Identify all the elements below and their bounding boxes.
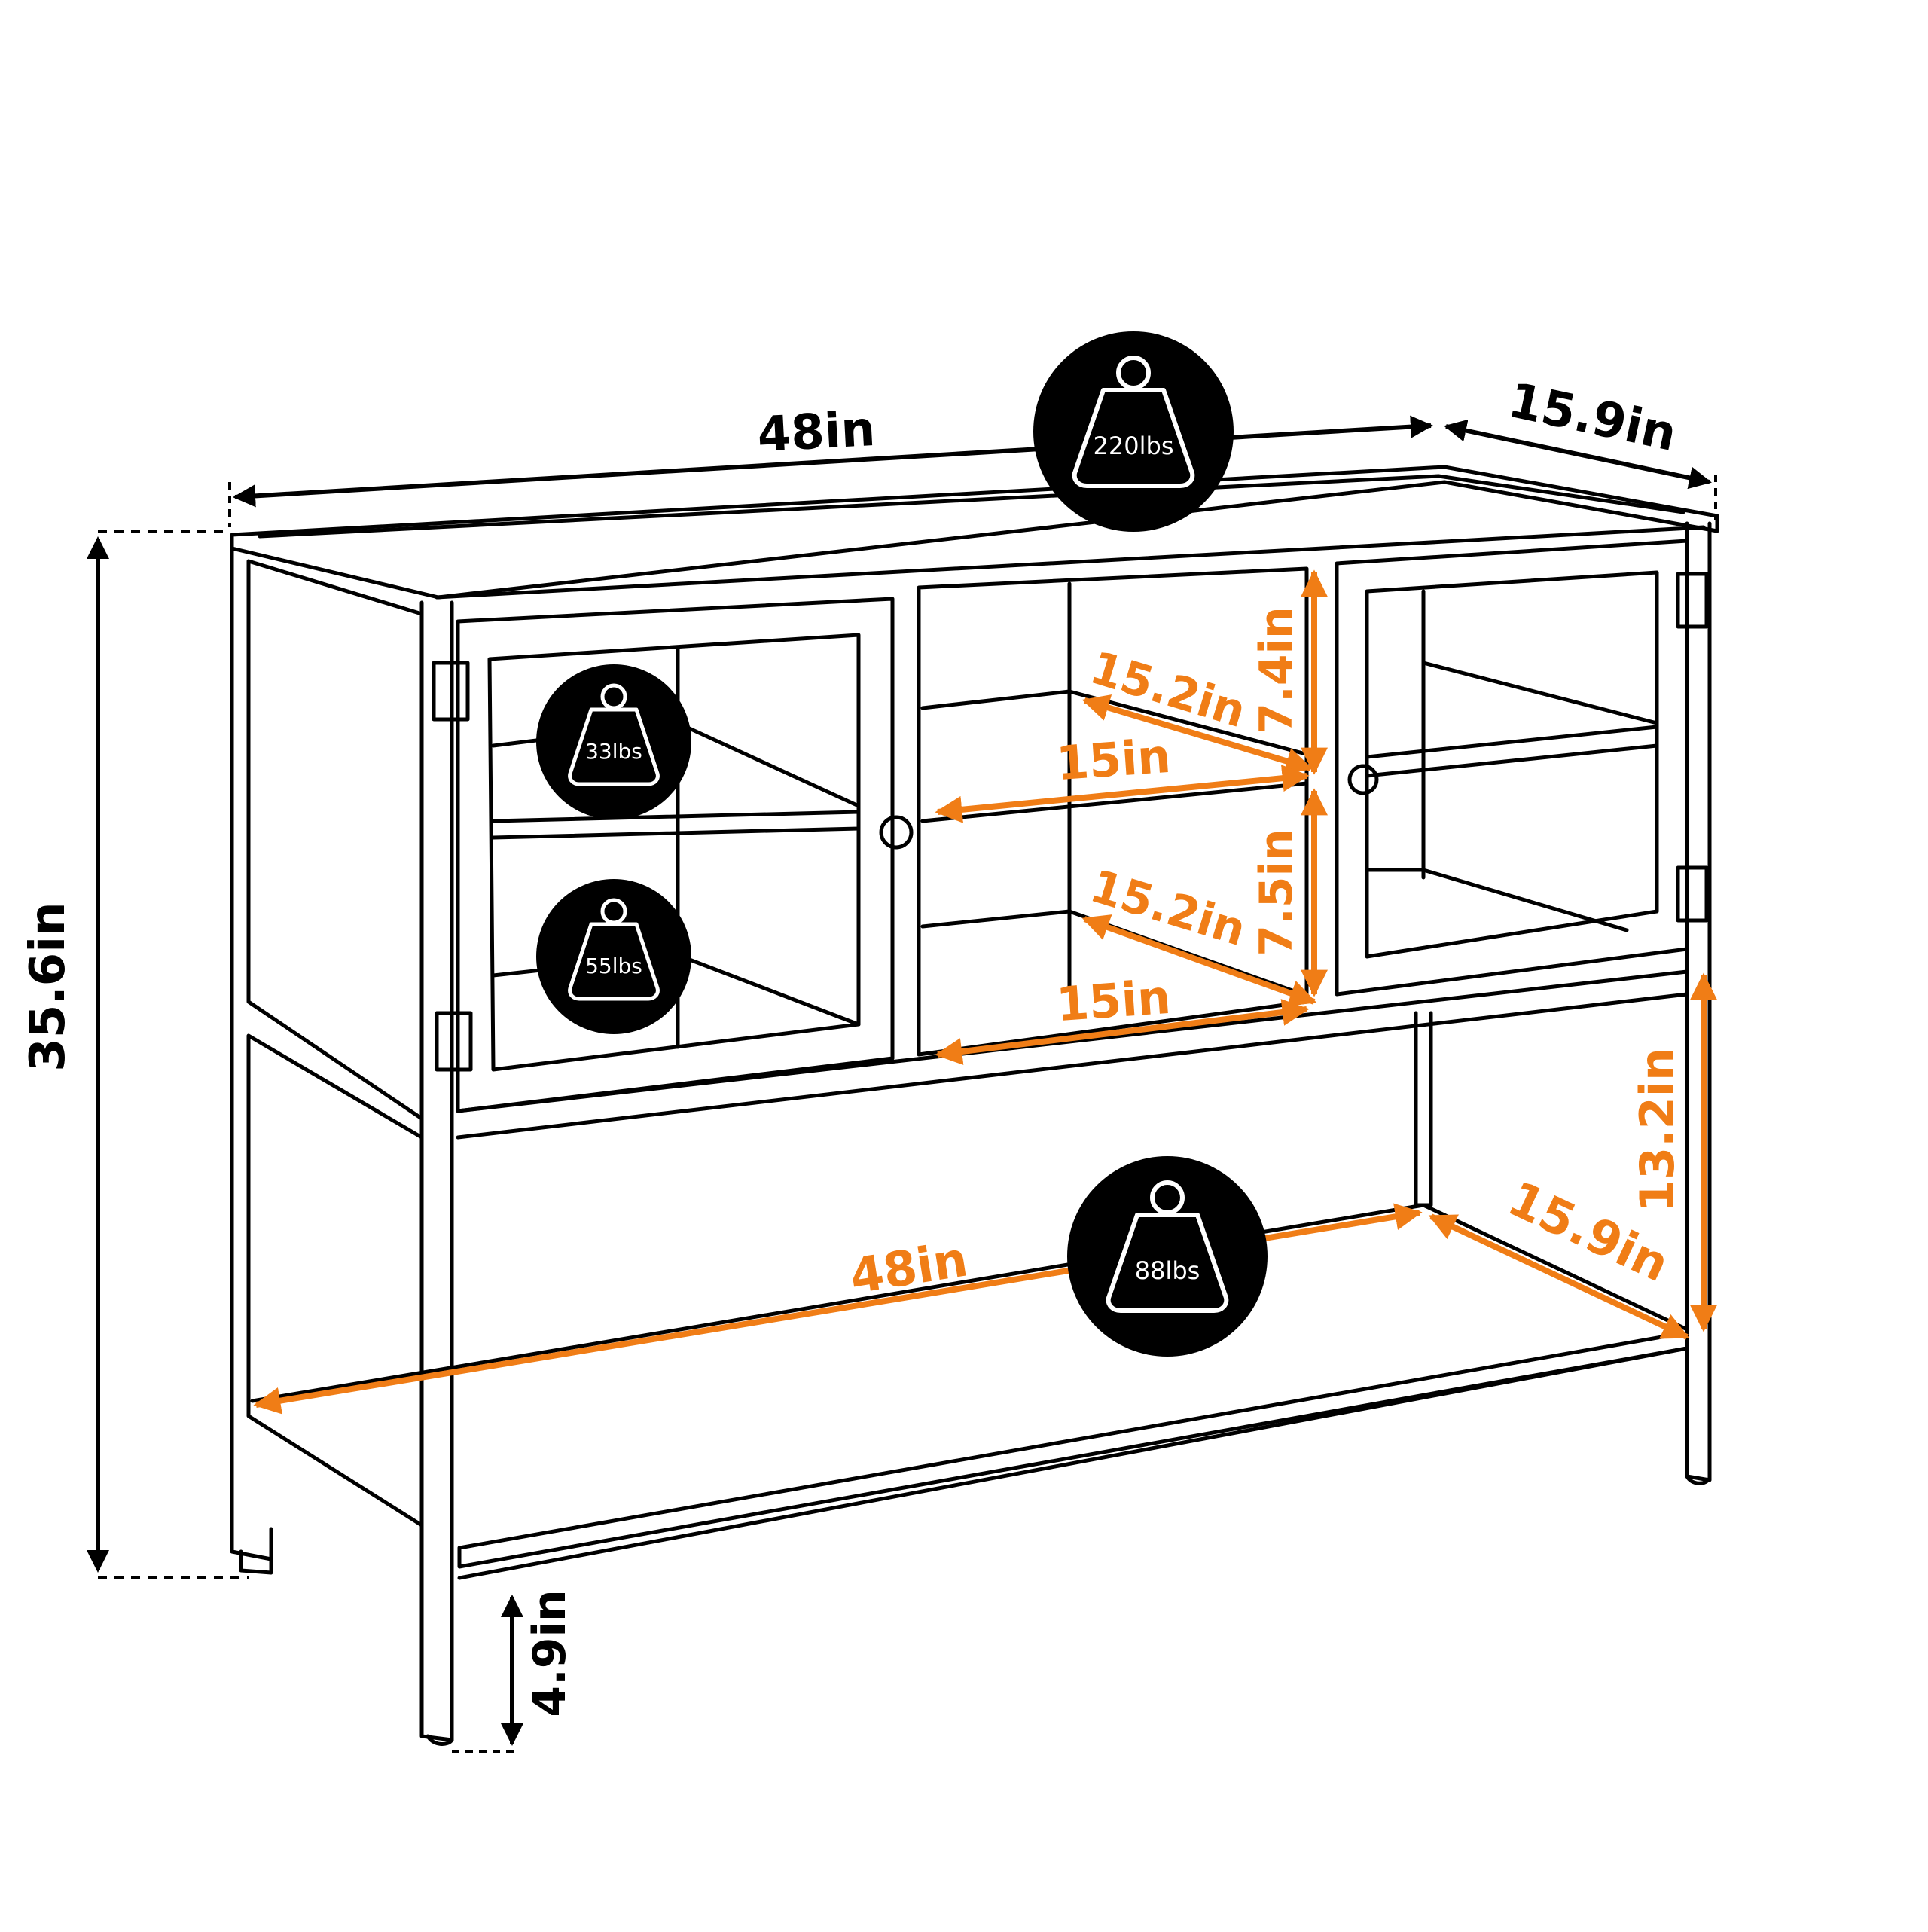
- right-door-shelves: [1365, 589, 1659, 932]
- load-label-bottom-shelf: 88lbs: [1135, 1256, 1200, 1285]
- cabinet-outline: [230, 465, 1719, 1746]
- lower-height-label: 7.5in: [1250, 829, 1303, 957]
- overall-depth-label: 15.9in: [1503, 373, 1681, 462]
- left-door-knob: [879, 815, 914, 850]
- upper-height-label: 7.4in: [1250, 606, 1303, 734]
- lower-width-label: 15in: [1054, 969, 1172, 1032]
- left-side-inner: [246, 559, 424, 1121]
- overall-width-label: 48in: [756, 401, 877, 463]
- hinge-right-top: [1676, 572, 1709, 629]
- bottom-shelf: [250, 1203, 1689, 1569]
- cabinet-top: [230, 465, 1719, 600]
- weight-icon: [1106, 1180, 1229, 1313]
- back-right-post: [1414, 1011, 1433, 1207]
- bottom-width-label: 48in: [847, 1232, 972, 1305]
- cabinet-body-bottom-2: [456, 992, 1689, 1140]
- depth-arrow: [1444, 419, 1712, 490]
- upper-width-label: 15in: [1054, 728, 1172, 791]
- upper-diagonal-arrow: [1081, 694, 1313, 774]
- weight-icon: [568, 683, 660, 786]
- overall-height-label: 35.6in: [20, 902, 76, 1071]
- front-right-foot: [1685, 1474, 1712, 1485]
- upper-width-arrow: [935, 765, 1310, 823]
- left-door-frame: [456, 597, 895, 1113]
- lower-diagonal-label: 15.2in: [1084, 860, 1252, 957]
- left-side-lower-frame: [246, 1033, 424, 1528]
- load-label-top: 220lbs: [1094, 432, 1174, 460]
- leg-height-label: 4.9in: [523, 1589, 576, 1717]
- overall-dimension-lines: 48in 15.9in 35.6in 4.9in: [20, 373, 1717, 1753]
- load-badge-lower-shelf: 55lbs: [536, 879, 691, 1034]
- load-label-lower-shelf: 55lbs: [585, 954, 642, 978]
- right-door-frame: [1335, 539, 1689, 997]
- weight-icon: [1072, 356, 1195, 488]
- weight-icon: [568, 898, 660, 1001]
- load-badge-upper-shelf: 33lbs: [536, 664, 691, 819]
- top-inner-edge: [258, 474, 1685, 539]
- bottom-depth-arrow: [1428, 1213, 1690, 1340]
- lower-width-arrow: [935, 999, 1310, 1065]
- hinge-left-top: [432, 661, 470, 722]
- front-left-leg-foot: [426, 1734, 454, 1746]
- back-left-leg: [239, 1549, 273, 1575]
- front-left-leg: [419, 600, 454, 1742]
- load-badge-bottom-shelf: 88lbs: [1067, 1156, 1268, 1357]
- bottom-shelf-front: [457, 1346, 1689, 1580]
- load-label-upper-shelf: 33lbs: [585, 739, 642, 764]
- hinge-left-bottom: [435, 1011, 473, 1072]
- left-side-panel: [230, 546, 273, 1561]
- load-badge-top: 220lbs: [1033, 331, 1234, 532]
- lower-diagonal-arrow: [1081, 914, 1317, 1006]
- right-door-knob: [1347, 764, 1379, 795]
- top-front-edge: [435, 525, 1706, 600]
- right-door-glass: [1365, 570, 1659, 959]
- hinge-right-bottom: [1676, 865, 1709, 923]
- bottom-clearance-label: 13.2in: [1630, 1048, 1685, 1212]
